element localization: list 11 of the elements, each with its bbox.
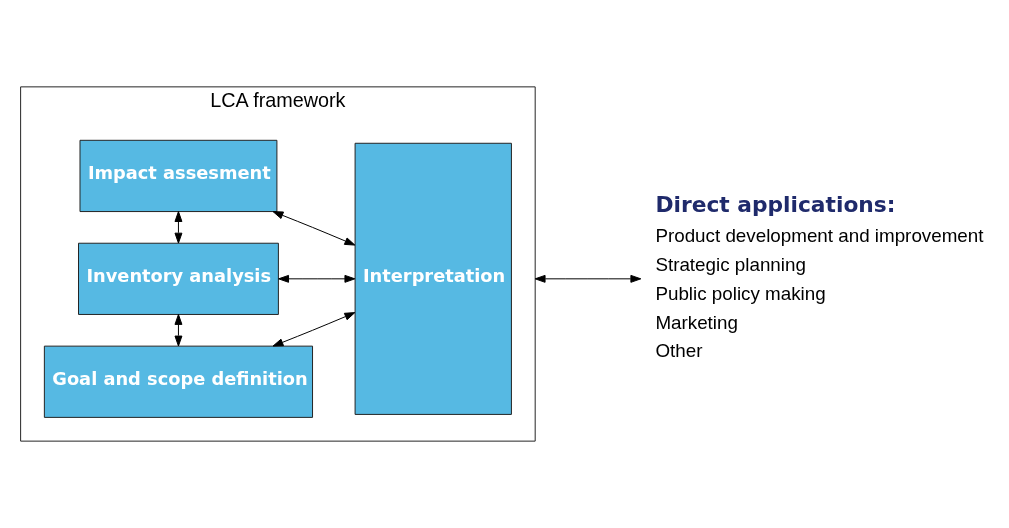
arrow	[278, 274, 356, 283]
node-box: Inventory analysis	[78, 242, 279, 315]
arrow	[534, 274, 642, 283]
arrow	[272, 211, 356, 246]
node-box: Impact assesment	[79, 139, 278, 213]
node-box: Goal and scope definition	[43, 345, 314, 418]
arrow	[174, 314, 183, 347]
node-text: Direct applications: Product development and improvement Strategic planning Public policy making Marketing Other	[655, 192, 984, 362]
arrow	[272, 312, 356, 347]
node-box: Interpretation	[354, 142, 512, 415]
arrow	[174, 211, 183, 244]
